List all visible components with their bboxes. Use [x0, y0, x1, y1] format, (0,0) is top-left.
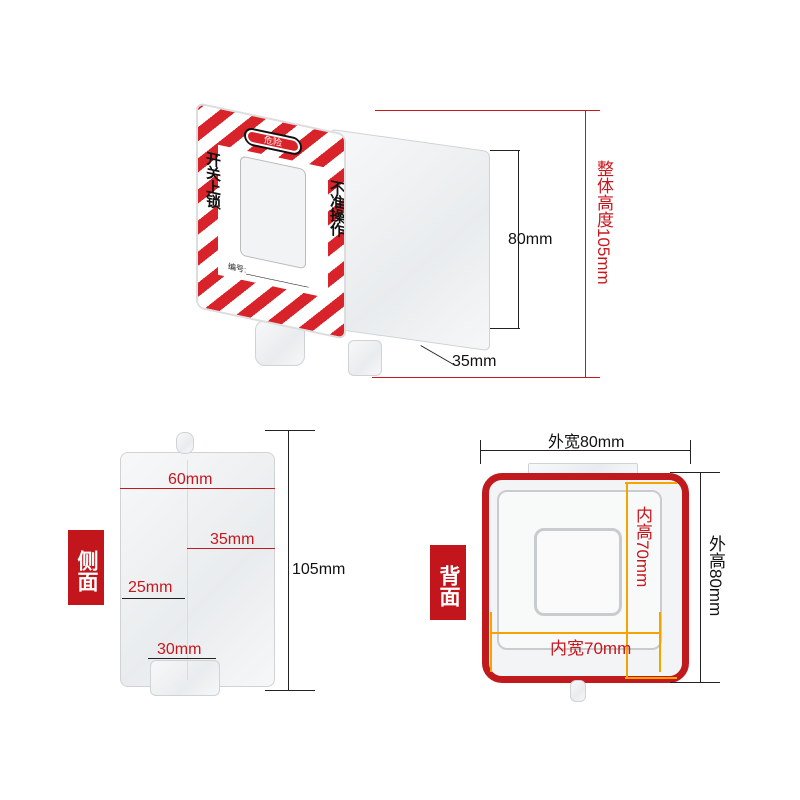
depth-35-label: 35mm	[452, 353, 497, 370]
dim-tick	[265, 430, 315, 431]
dim-tick	[659, 612, 661, 672]
dim-tick	[670, 682, 720, 683]
dim-line-25	[122, 598, 185, 599]
side-tab-label: 30mm	[157, 641, 202, 658]
dim-tick	[372, 377, 600, 378]
side-view-title: 侧面	[68, 530, 104, 605]
back-view-frame	[482, 473, 689, 683]
tag-window	[240, 155, 306, 270]
back-lock-tab	[570, 680, 586, 702]
clear-cover-body	[330, 128, 490, 352]
dim-line-inner-width	[490, 632, 660, 634]
side-depth-label: 35mm	[210, 531, 255, 548]
total-height-label: 整体高度105mm	[594, 160, 613, 285]
dim-tick	[690, 440, 691, 464]
danger-tag: 危险 开关上锁 不准操作 编号:______________	[196, 102, 346, 340]
dim-line-inner-height	[626, 482, 628, 678]
side-view-body	[120, 452, 275, 687]
dim-tick	[670, 472, 720, 473]
dim-line-outer-height	[700, 472, 701, 682]
dim-line-35	[420, 345, 456, 366]
dim-line-105	[585, 110, 586, 378]
dim-line-80	[518, 150, 519, 328]
back-window	[534, 528, 622, 616]
inner-width-label: 内宽70mm	[550, 639, 632, 658]
inner-height-label: 内高70mm	[633, 506, 652, 588]
side-tab	[150, 660, 220, 696]
outer-width-label: 外宽80mm	[548, 434, 625, 451]
side-edge	[187, 460, 188, 680]
side-inner-label: 25mm	[128, 579, 173, 596]
dim-tick	[265, 690, 315, 691]
side-hinge	[176, 432, 194, 454]
back-view-title: 背面	[430, 545, 466, 620]
outer-height-label: 外高80mm	[706, 535, 725, 617]
dim-line-35	[187, 548, 275, 549]
side-width-label: 60mm	[168, 471, 213, 488]
height-80-label: 80mm	[508, 231, 553, 248]
dim-tick	[625, 677, 677, 679]
dim-line-105	[288, 430, 289, 690]
dim-line-60	[120, 488, 275, 489]
side-height-label: 105mm	[292, 561, 346, 578]
dim-line-outer-width	[480, 450, 690, 451]
dim-line-30	[148, 658, 216, 659]
dim-tick	[480, 440, 481, 464]
tag-left-text: 开关上锁	[204, 149, 221, 210]
dim-tick	[490, 612, 492, 672]
lock-tab	[348, 340, 382, 376]
tag-right-text: 不准操作	[328, 178, 345, 238]
dim-tick	[490, 150, 520, 151]
dim-tick	[375, 110, 600, 111]
dim-tick	[490, 328, 520, 329]
dim-tick	[625, 482, 677, 484]
